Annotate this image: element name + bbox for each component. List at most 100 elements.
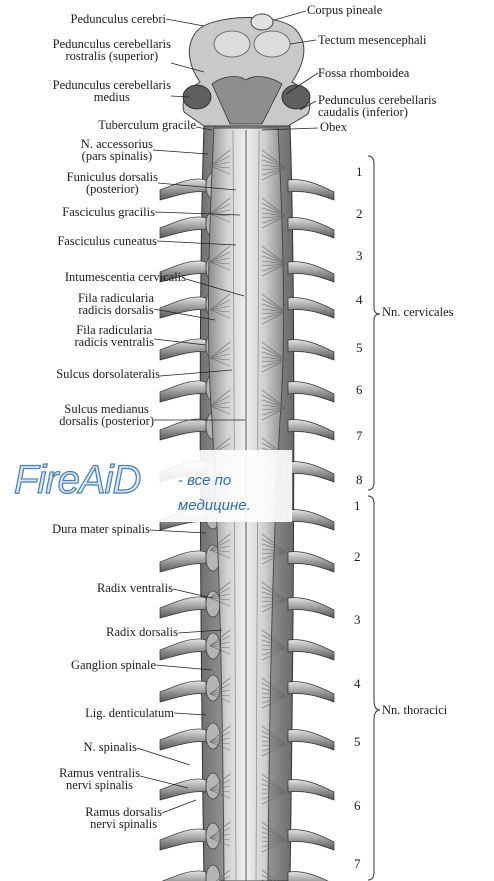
- rootlet: [261, 629, 287, 649]
- leader-line: [185, 278, 245, 297]
- label-left: N. spinalis: [84, 741, 137, 754]
- rootlet: [261, 591, 287, 601]
- rootlet: [209, 549, 231, 553]
- label-line: Funiculus dorsalis: [66, 170, 158, 184]
- rootlet: [209, 677, 231, 695]
- leader-line: [172, 588, 213, 599]
- leader-line: [261, 127, 319, 131]
- leader-lines: [136, 10, 319, 814]
- rootlet: [261, 647, 287, 651]
- corpus-pineale-shape: [250, 13, 274, 31]
- rootlet: [209, 357, 231, 361]
- rootlet: [261, 695, 287, 704]
- rootlet: [261, 791, 287, 805]
- rootlet: [209, 597, 231, 601]
- brainstem: [182, 13, 311, 131]
- rootlet: [261, 346, 287, 361]
- rootlet: [261, 831, 287, 841]
- rootlet: [209, 257, 231, 263]
- cervical-number: 2: [356, 206, 363, 221]
- label-line: Pedunculus cerebellaris: [52, 37, 171, 51]
- rootlet: [209, 635, 231, 647]
- thoracic-number: 4: [354, 676, 361, 691]
- rootlet: [209, 165, 231, 175]
- rootlet: [261, 687, 287, 697]
- rootlet: [209, 837, 231, 847]
- nerve-right: [287, 681, 335, 703]
- label-line: rostralis (superior): [65, 49, 159, 63]
- label-line: Pedunculus cerebellaris: [318, 93, 437, 107]
- group-cervical-label: Nn. cervicales: [382, 305, 454, 319]
- rootlet: [209, 587, 231, 599]
- rootlet: [261, 839, 287, 848]
- rootlet: [261, 293, 287, 313]
- rootlet: [261, 743, 287, 757]
- nerve-left: [159, 260, 207, 283]
- label-line: Ganglion spinale: [70, 658, 156, 672]
- rootlet: [209, 353, 231, 359]
- rootlet: [209, 395, 231, 407]
- leader-line: [139, 775, 189, 789]
- nerve-right: [287, 871, 329, 881]
- nerve-right: [287, 339, 335, 361]
- rootlet: [209, 689, 231, 695]
- rootlet: [209, 209, 231, 215]
- label-line: nervi spinalis: [66, 778, 134, 792]
- nerve-right: [287, 297, 335, 319]
- rootlet: [261, 826, 287, 841]
- rootlet: [261, 725, 287, 745]
- label-line: Ramus ventralis: [59, 766, 140, 780]
- rootlet: [209, 245, 231, 263]
- rootlet: [261, 207, 287, 217]
- leader-line: [170, 95, 191, 98]
- rootlet: [261, 596, 287, 601]
- leader-line: [156, 240, 237, 246]
- rootlet: [261, 783, 287, 793]
- rootlet: [209, 293, 231, 311]
- rootlet: [261, 311, 287, 320]
- label-line: Tectum mesencephali: [318, 33, 427, 47]
- rootlet: [209, 737, 231, 743]
- rootlet: [261, 167, 287, 176]
- thoracic-number: 2: [354, 549, 361, 564]
- rootlet: [209, 725, 231, 743]
- rootlet: [209, 197, 231, 215]
- rootlet: [209, 165, 231, 169]
- label-line: (pars spinalis): [81, 149, 153, 163]
- label-left: Sulcus dorsolateralis: [56, 368, 160, 381]
- rootlet: [261, 634, 287, 649]
- rootlet: [209, 773, 231, 791]
- label-line: nervi spinalis: [90, 817, 158, 831]
- label-line: radicis ventralis: [74, 335, 155, 349]
- rootlet: [219, 875, 231, 881]
- rootlet: [209, 389, 231, 407]
- rootlet: [261, 692, 287, 697]
- nerve-left: [159, 778, 207, 801]
- rootlet: [261, 538, 287, 553]
- rootlet: [261, 407, 287, 411]
- nerve-left: [159, 178, 207, 201]
- nerve-left: [159, 338, 207, 361]
- rootlet: [209, 203, 231, 215]
- group-brackets: [367, 155, 381, 881]
- rootlet: [209, 161, 231, 167]
- rootlet: [209, 341, 231, 359]
- label-line: Pedunculus cerebri: [70, 12, 166, 26]
- rootlet: [261, 404, 287, 409]
- rootlet: [261, 167, 287, 181]
- nerve-left: [159, 638, 207, 661]
- thoracic-number: 7: [354, 856, 361, 871]
- rootlet: [209, 299, 231, 311]
- watermark-line1: - все по: [178, 472, 232, 489]
- rootlet: [261, 298, 287, 313]
- cervical-number: 6: [356, 382, 363, 397]
- label-right: Corpus pineale: [307, 4, 382, 17]
- rootlet: [261, 359, 287, 368]
- rootlet: [261, 874, 274, 881]
- nerve-right: [287, 261, 335, 283]
